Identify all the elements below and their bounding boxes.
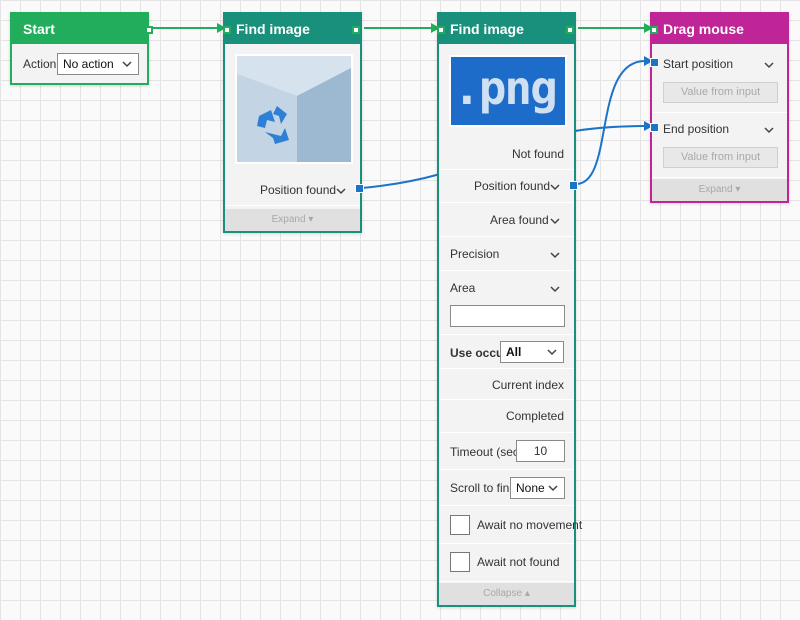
use-occur-value: All [506,345,522,359]
node-title: Drag mouse [663,21,744,37]
action-select-value: No action [63,57,114,71]
scroll-value: None [516,481,545,495]
timeout-label: Timeout (sec) [450,445,523,459]
end-value-from-input-button[interactable]: Value from input [663,147,778,168]
timeout-input[interactable]: 10 [516,440,565,462]
find-image-node-header[interactable]: Find image [439,14,574,44]
scroll-to-find-row[interactable]: Scroll to find None [439,470,574,506]
chevron-down-icon[interactable] [549,283,561,295]
node-title: Find image [236,21,310,37]
expand-label: Expand [698,184,733,195]
area-found-row[interactable]: Area found [439,203,574,237]
node-title: Find image [450,21,524,37]
not-found-row[interactable]: Not found [439,138,574,170]
value-from-input-label: Value from input [680,86,761,98]
timeout-value: 10 [533,444,548,458]
chevron-down-icon[interactable] [335,185,347,197]
await-not-found-label: Await not found [477,555,560,569]
position-found-port[interactable] [569,181,578,190]
arrowhead [644,121,653,131]
await-not-found-row[interactable]: Await not found [439,544,574,582]
arrowhead [644,23,653,33]
collapse-label: Collapse [483,588,523,599]
precision-label: Precision [450,247,500,261]
data-wire-find2-to-startpos [575,60,646,185]
start-position-label: Start position [663,57,734,71]
not-found-label: Not found [511,147,564,161]
thumbnail-text: .png [453,61,558,115]
recycle-bin-image [237,56,351,162]
position-found-label: Position found [474,179,551,193]
chevron-down-icon[interactable] [763,124,775,136]
flow-out-port[interactable] [352,26,360,34]
target-image-thumbnail: .png [449,55,567,127]
value-from-input-label: Value from input [680,151,761,163]
completed-label: Completed [505,409,564,423]
flow-in-port[interactable] [650,26,658,34]
end-position-label: End position [663,122,730,136]
arrowhead [431,23,440,33]
flow-out-port[interactable] [566,26,574,34]
flow-out-port[interactable] [145,26,153,34]
position-found-port[interactable] [355,184,364,193]
use-occur-label: Use occur. [450,346,511,360]
node-title: Start [23,21,55,37]
chevron-down-icon[interactable] [549,249,561,261]
area-row[interactable]: Area [439,271,574,335]
flow-in-port[interactable] [437,26,445,34]
collapse-button[interactable]: Collapse ▴ [439,583,574,605]
end-position-row[interactable]: End position Value from input [650,113,787,178]
await-no-movement-row[interactable]: Await no movement [439,506,582,544]
area-found-label: Area found [490,213,549,227]
target-image-thumbnail [235,54,353,164]
drag-mouse-node[interactable]: Drag mouse Start position Value from inp… [650,12,789,203]
chevron-down-icon[interactable] [763,59,775,71]
chevron-down-icon [548,485,558,492]
await-no-movement-label: Await no movement [477,518,583,532]
chevron-down-icon [547,349,557,356]
await-not-found-checkbox[interactable] [450,552,470,572]
use-occurrence-row[interactable]: Use occur. All [439,335,574,369]
use-occur-select[interactable]: All [500,341,564,363]
await-no-movement-checkbox[interactable] [450,515,470,535]
start-value-from-input-button[interactable]: Value from input [663,82,778,103]
find-image-node-1[interactable]: Find image Position found Expand ▾ [223,12,364,233]
find-image-node-2[interactable]: Find image .png Not found Position found… [437,12,582,607]
caret-up-icon: ▴ [524,588,530,599]
expand-button[interactable]: Expand ▾ [652,179,787,201]
expand-label: Expand [271,214,306,225]
flow-in-port[interactable] [223,26,231,34]
start-node-header[interactable]: Start [12,14,147,44]
area-label: Area [450,281,476,295]
find-image-node-header[interactable]: Find image [225,14,360,44]
start-position-port[interactable] [650,58,659,67]
arrowhead [217,23,226,33]
chevron-down-icon[interactable] [549,215,561,227]
drag-mouse-node-header[interactable]: Drag mouse [652,14,787,44]
caret-down-icon: ▾ [735,184,741,195]
caret-down-icon: ▾ [308,214,314,225]
start-position-row[interactable]: Start position Value from input [650,48,787,113]
area-input[interactable] [450,305,565,327]
end-position-port[interactable] [650,123,659,132]
current-index-label: Current index [491,378,564,392]
current-index-row[interactable]: Current index [439,369,574,400]
chevron-down-icon [122,61,132,68]
expand-button[interactable]: Expand ▾ [225,209,360,231]
position-found-row[interactable]: Position found [225,174,364,206]
action-select[interactable]: No action [57,53,139,75]
arrowhead [644,56,653,66]
scroll-to-find-select[interactable]: None [510,477,565,499]
start-node[interactable]: Start Action No action [10,12,153,85]
timeout-row[interactable]: Timeout (sec) 10 [439,433,574,470]
precision-row[interactable]: Precision [439,237,574,271]
chevron-down-icon[interactable] [549,181,561,193]
action-label: Action [23,57,57,71]
scroll-to-find-label: Scroll to find [450,481,517,495]
position-found-label: Position found [260,183,337,197]
position-found-row[interactable]: Position found [439,170,578,203]
completed-row[interactable]: Completed [439,400,574,433]
